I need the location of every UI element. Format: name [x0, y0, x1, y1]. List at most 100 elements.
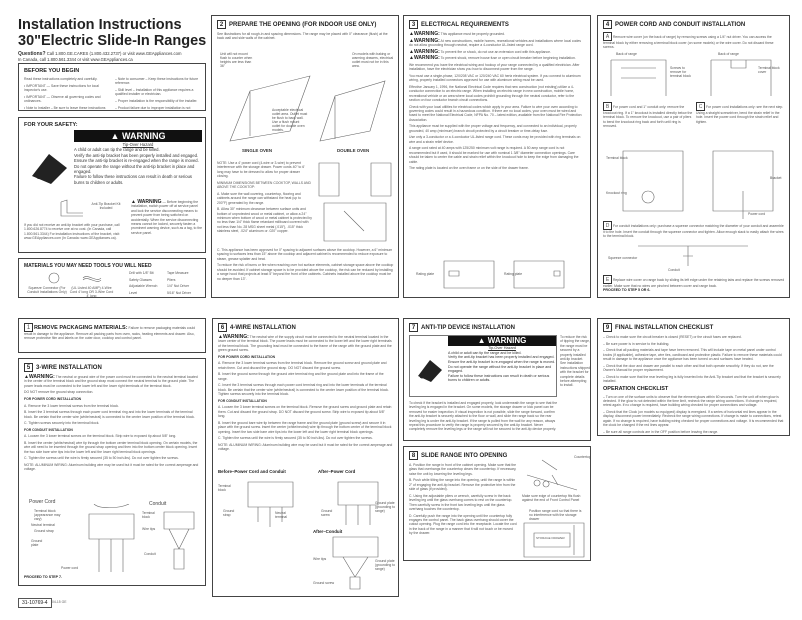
list-item: Pliers [167, 277, 176, 282]
bracket-label: Bracket [770, 176, 782, 180]
tip-over-icon [32, 154, 67, 184]
ground-plate-label-2: Ground plate (grounding to range) [375, 559, 395, 571]
conduit-steps: A. Loosen the 3 lower terminal screws on… [24, 434, 200, 471]
before-title: Before–Power Cord and Conduit [218, 469, 286, 474]
storage-drawer-label: STORAGE DRAWER [536, 536, 565, 540]
ground-screw-label-2: Ground screw [313, 581, 335, 585]
bracket-note: If you did not receive an anti-tip brack… [24, 223, 120, 241]
warning-text: The neutral or ground wire of the power … [24, 375, 198, 388]
list-item: C. Tighten screws securely into the term… [24, 421, 100, 426]
list-item: – Check to make sure that the rear level… [603, 374, 781, 383]
section-title: POWER CORD AND CONDUIT INSTALLATION [615, 21, 746, 28]
power-cord-title: Power Cord [29, 499, 56, 505]
section-text: Failure to remove packaging materials co… [24, 326, 196, 341]
electrical-warning: ▲WARNING: This appliance must be properl… [409, 31, 585, 37]
step-number: 2 [217, 20, 226, 29]
list-item: – Proper installation is the responsibil… [115, 99, 198, 103]
section-title: ELECTRICAL REQUIREMENTS [421, 21, 509, 28]
list-item: B. Insert the center (white/neutral) wir… [24, 440, 198, 454]
back-of-range-label: Back of range [616, 52, 637, 56]
electrical-warning: ▲WARNING: To prevent shock, remove house… [409, 56, 585, 61]
before-left-list: Read these instructions completely and c… [24, 77, 109, 110]
canada-text: In Canada, call 1.800.561.3344 or visit … [18, 57, 133, 62]
step-a-text: Remove wire cover (on the back of range)… [603, 35, 774, 50]
list-item: B. Insert the 3 terminal screws through … [24, 410, 195, 419]
range-back-diagram [610, 59, 772, 96]
conduit-title: FOR CONDUIT INSTALLATION [218, 398, 267, 403]
step-d: D [603, 221, 612, 230]
proceed-text: PROCEED TO STEP 5 OR 6. [603, 288, 651, 292]
section-title: SLIDE RANGE INTO OPENING [421, 452, 508, 459]
power-cord-label: Power cord [748, 212, 766, 216]
terminal-block-label-2: Terminal block [142, 511, 155, 519]
ground-screw-label: Ground screw [321, 509, 333, 517]
warning-label: ▲WARNING: [409, 31, 440, 37]
warning2-text: — Before beginning the installation, swi… [131, 200, 203, 235]
countertop-note: Make sure edge of countertop fits flush … [522, 494, 581, 502]
final-checklist-items: – Check to make sure the circuit breaker… [603, 335, 784, 383]
operation-checklist-items: – Turn on one of the surface units to ob… [603, 395, 784, 435]
warning-label: ▲WARNING: [24, 374, 55, 380]
squeeze-connector-icon [48, 272, 60, 284]
list-item: A. Loosen the 3 lower terminal screws on… [218, 405, 392, 419]
double-oven-label: DOUBLE OVEN [337, 148, 370, 153]
list-item: B. Allow 30" minimum clearance between s… [217, 207, 312, 234]
anti-tip-bracket-icon [60, 199, 83, 217]
step-number: 6 [218, 323, 227, 332]
after-cord-title: After–Power Cord [318, 469, 356, 474]
step-number: 1 [24, 323, 33, 332]
warning2-label: ▲ WARNING [131, 199, 162, 205]
operation-checklist-title: OPERATION CHECKLIST [603, 385, 669, 392]
screws-label: Screws to remove for terminal block [670, 66, 691, 78]
anti-tip-lines: A child or adult can tip the range and b… [448, 351, 556, 383]
list-item: C. Tighten the screws until the wire is … [24, 456, 179, 461]
questions-text: Call 1.800.GE.CARES (1.800.432.2737) or … [46, 51, 182, 56]
list-item: Read these instructions completely and c… [24, 77, 98, 81]
list-item: MINIMUM DIMENSIONS BETWEEN COOKTOP, WALL… [217, 180, 311, 190]
list-item: Do not operate the range without the ant… [74, 163, 195, 175]
list-item: A. Remove the 3 lower terminal screws fr… [218, 361, 387, 370]
list-item: Verify the anti-tip bracket has been pro… [74, 152, 199, 158]
list-item: A. Make sure the wall covering, countert… [217, 191, 301, 205]
list-item: – Check that the door and drawer are par… [603, 363, 774, 372]
slide-steps: A. Position the range in front of the ca… [409, 463, 517, 538]
step-e: E [603, 275, 612, 284]
list-item: Tape Measure [167, 271, 189, 275]
section-title: 4-WIRE INSTALLATION [230, 324, 296, 331]
safety-lines: A child or adult can tip the range and b… [74, 147, 202, 185]
tip-over-icon [418, 360, 442, 382]
list-item: Ensure the anti-tip bracket is re-engage… [74, 158, 199, 164]
hazard-title: Tip-Over Hazard [488, 346, 516, 350]
list-item: Do not operate the range without the ant… [448, 364, 552, 374]
list-item: NOTE: Use a 4' power cord (4-wire or 3-w… [217, 161, 305, 179]
print-date: 04-15 GE [52, 600, 67, 604]
list-item: C. This appliance has been approved for … [217, 248, 393, 261]
list-item: NOTE: ALUMINUM WIRING: Aluminum building… [24, 462, 199, 472]
rating-plate-diagram [443, 260, 565, 289]
electrical-paras: We recommend you have the electrical wir… [409, 63, 585, 171]
warning-label: ▲WARNING: [218, 334, 249, 340]
step-number: 5 [24, 363, 33, 372]
list-item: 5/16" Nut Driver [167, 290, 192, 295]
materials-box: MATERIALS YOU MAY NEED TOOLS YOU WILL NE… [18, 258, 206, 298]
step-number: 4 [603, 20, 612, 29]
safety-box: FOR YOUR SAFETY: ▲ WARNING Tip-Over Haza… [18, 117, 206, 253]
warning-label: ▲WARNING: [409, 37, 440, 44]
list-item: A child or adult can tip the range and b… [74, 147, 160, 153]
cord-note: Position range cord so that there is no … [529, 509, 582, 521]
conduit-label: Conduit [144, 552, 156, 556]
single-oven-label: SINGLE OVEN [242, 148, 273, 153]
list-item: – Turn on one of the surface units to ob… [603, 394, 779, 408]
document-header: Installation Instructions 30"Electric Sl… [18, 17, 206, 63]
section-title: FINAL INSTALLATION CHECKLIST [615, 324, 714, 331]
list-item: Ensure the anti-tip bracket is re-engage… [448, 359, 556, 364]
list-item: – Note to consumer – Keep these instruct… [115, 77, 199, 86]
list-item: – Be sure all range controls are in the … [603, 429, 719, 434]
list-item: The rating plate is located on the oven … [409, 166, 529, 171]
cord-steps: A. Remove the 3 lower terminal screws fr… [218, 361, 393, 396]
terminal-block-label: Terminal block [606, 156, 628, 160]
hazard-title: Tip-Over Hazard [122, 142, 154, 147]
